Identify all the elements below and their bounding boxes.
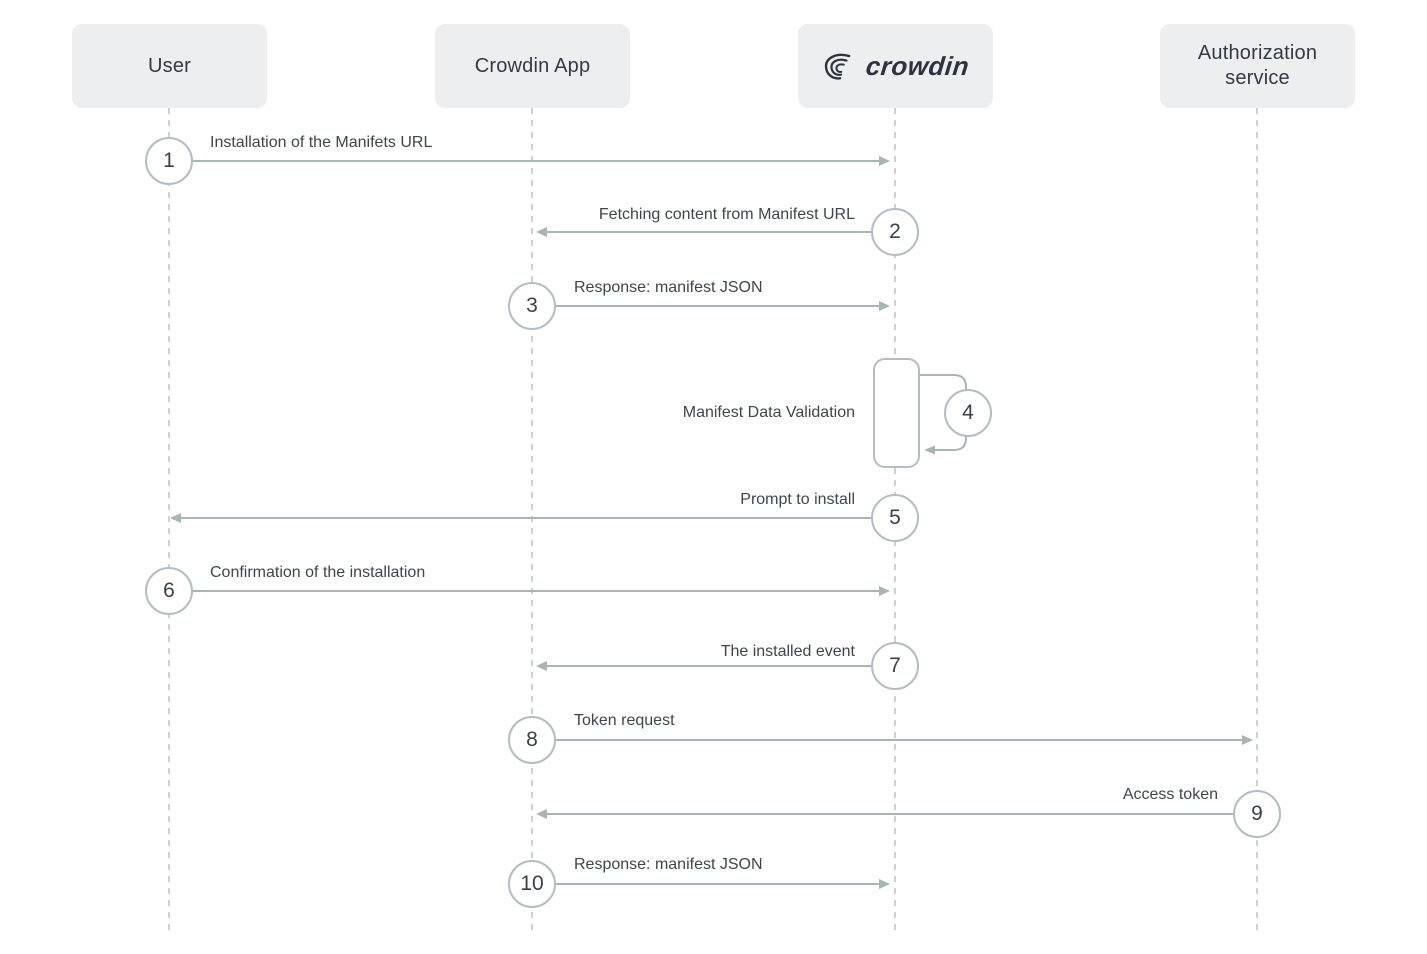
message-label-10: Response: manifest JSON bbox=[574, 856, 763, 873]
step-circle-4: 4 bbox=[944, 389, 992, 437]
crowdin-wordmark: crowdin bbox=[864, 50, 972, 81]
activation-box-crowdin bbox=[873, 358, 920, 468]
message-arrow-10 bbox=[556, 879, 890, 889]
actor-box-crowdin: crowdin bbox=[798, 24, 993, 108]
message-label-9: Access token bbox=[1122, 786, 1218, 803]
step-circle-9: 9 bbox=[1233, 790, 1281, 838]
step-circle-7: 7 bbox=[871, 642, 919, 690]
actor-box-auth-service: Authorization service bbox=[1160, 24, 1355, 108]
message-label-8: Token request bbox=[574, 712, 675, 729]
message-label-7: The installed event bbox=[720, 643, 855, 660]
message-arrow-5 bbox=[170, 513, 871, 523]
crowdin-bird-icon bbox=[825, 53, 851, 80]
step-circle-8: 8 bbox=[508, 716, 556, 764]
message-label-2: Fetching content from Manifest URL bbox=[598, 206, 855, 223]
message-label-3: Response: manifest JSON bbox=[574, 279, 763, 296]
lifeline-user bbox=[168, 108, 170, 935]
lifeline-auth-service bbox=[1256, 108, 1258, 935]
actor-box-user: User bbox=[72, 24, 267, 108]
step-circle-3: 3 bbox=[508, 282, 556, 330]
crowdin-logo: crowdin bbox=[821, 50, 972, 83]
step-circle-6: 6 bbox=[145, 567, 193, 615]
step-circle-10: 10 bbox=[508, 860, 556, 908]
message-label-1: Installation of the Manifets URL bbox=[210, 134, 433, 151]
message-arrow-6 bbox=[193, 586, 890, 596]
message-arrow-9 bbox=[536, 809, 1233, 819]
actor-box-crowdin-app: Crowdin App bbox=[435, 24, 630, 108]
message-label-5: Prompt to install bbox=[740, 491, 855, 508]
actor-label-user: User bbox=[147, 54, 192, 77]
step-circle-1: 1 bbox=[145, 137, 193, 185]
message-arrow-1 bbox=[193, 156, 890, 166]
message-arrow-7 bbox=[536, 661, 871, 671]
actor-label-crowdin-app: Crowdin App bbox=[474, 54, 591, 77]
message-label-6: Confirmation of the installation bbox=[210, 564, 426, 581]
message-label-4: Manifest Data Validation bbox=[682, 404, 855, 421]
message-arrow-3 bbox=[556, 301, 890, 311]
lifeline-crowdin-app bbox=[531, 108, 533, 935]
step-circle-2: 2 bbox=[871, 208, 919, 256]
actor-label-auth-service: Authorization service bbox=[1197, 42, 1318, 89]
message-arrow-2 bbox=[536, 227, 871, 237]
message-arrow-8 bbox=[556, 735, 1253, 745]
step-circle-5: 5 bbox=[871, 494, 919, 542]
